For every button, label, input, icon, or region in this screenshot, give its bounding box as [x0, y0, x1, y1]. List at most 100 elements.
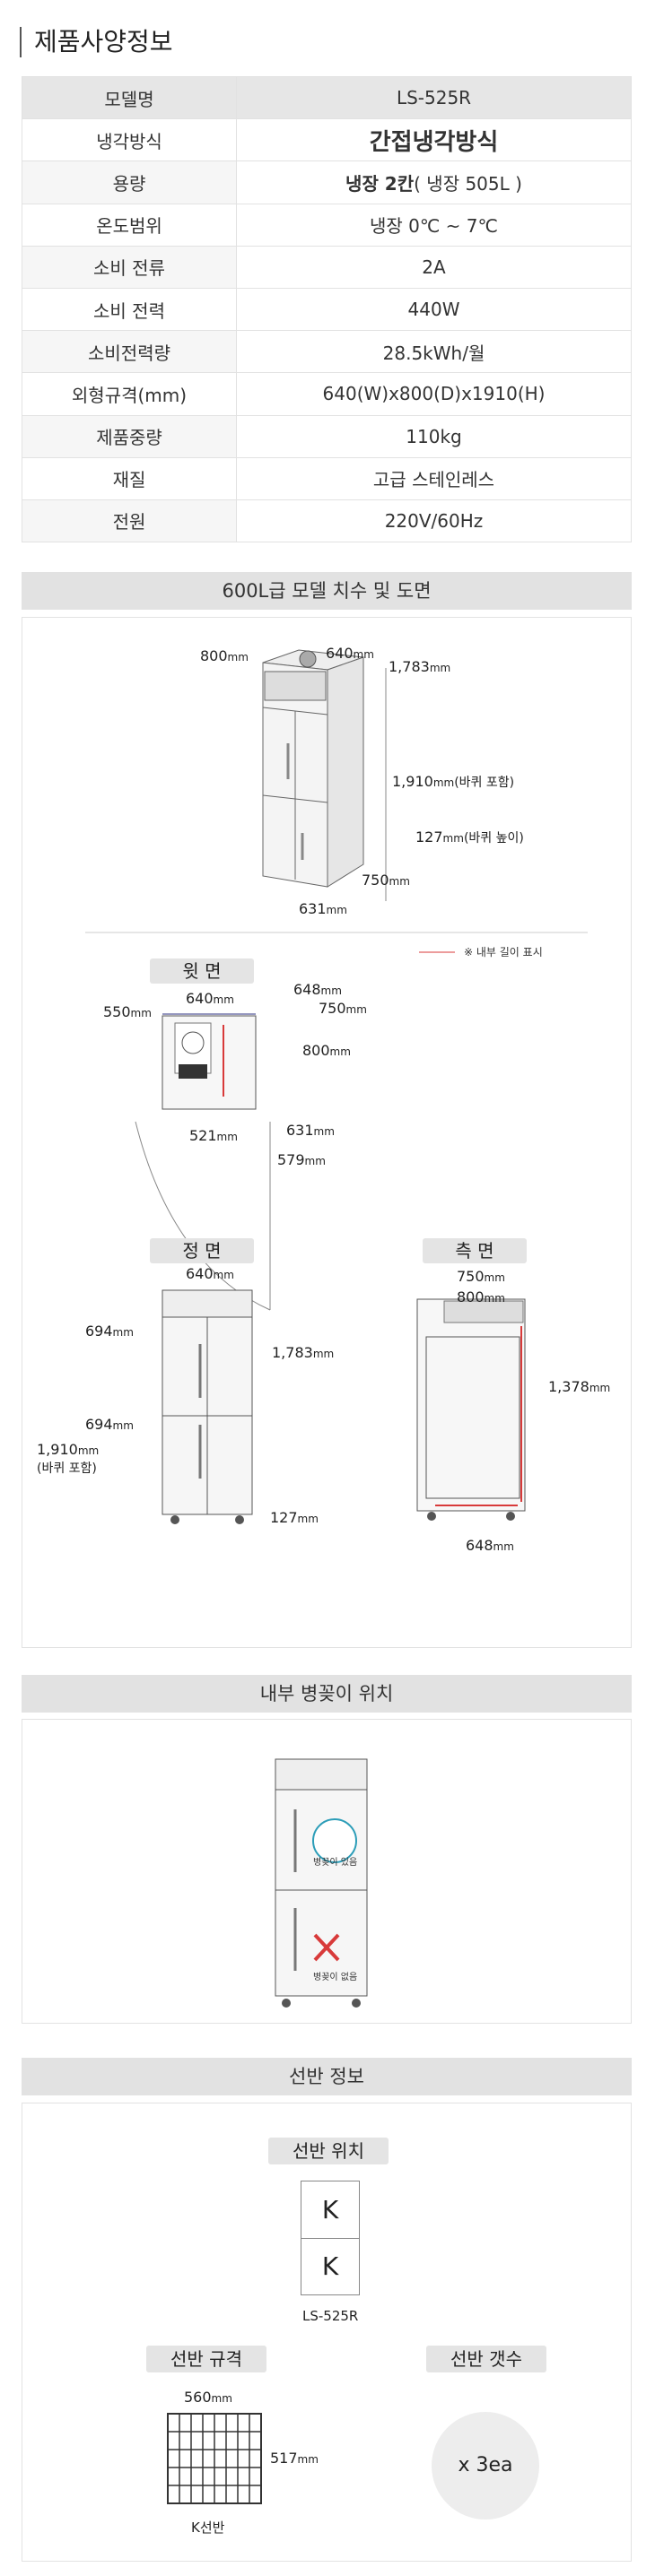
iso-wheel-note: (바퀴 높이) — [463, 831, 524, 846]
shelf-width-value: 560 — [184, 2389, 212, 2406]
iso-depth-label: 640mm — [326, 645, 374, 662]
iso-body-height-value: 1,783 — [389, 658, 430, 675]
iso-wheel-value: 127 — [415, 828, 443, 846]
unit: mm — [216, 1131, 238, 1143]
unit: mm — [297, 1513, 319, 1525]
spec-label: 소비 전력 — [22, 287, 237, 332]
spec-row: 외형규격(mm) 640(W)x800(D)x1910(H) — [22, 372, 632, 416]
shelf-count: x 3ea — [432, 2412, 539, 2520]
legend-text: ※ 내부 길이 표시 — [464, 946, 543, 958]
spec-value: LS-525R — [236, 75, 632, 120]
spec-value: 고급 스테인레스 — [236, 456, 632, 500]
side-w1-label: 750mm — [457, 1268, 505, 1285]
top-left-value: 550 — [103, 1003, 131, 1020]
unit: mm — [493, 1540, 514, 1553]
side-w1-value: 750 — [457, 1268, 485, 1285]
side-inner-d-label: 648mm — [466, 1537, 514, 1554]
shelf-count-title: 선반 갯수 — [426, 2346, 546, 2372]
bottle-no-label: 병꽂이 없음 — [313, 1973, 358, 1982]
shelf-section-title: 선반 정보 — [22, 2058, 632, 2095]
unit: mm — [484, 1271, 505, 1284]
front-total-value: 1,910 — [37, 1441, 78, 1458]
top-631-label: 631mm — [286, 1122, 335, 1139]
spec-value: 냉장 0℃ ~ 7℃ — [236, 203, 632, 247]
spec-value: 440W — [236, 287, 632, 332]
unit: mm — [484, 1292, 505, 1305]
iso-bottom-depth-value: 750 — [362, 872, 389, 889]
front-view-title: 정 면 — [150, 1238, 254, 1263]
top-width-value: 640 — [186, 990, 214, 1007]
side-view-title: 측 면 — [423, 1238, 527, 1263]
iso-total-height-note: (바퀴 포함) — [454, 776, 515, 790]
top-r1-label: 648mm — [293, 981, 342, 998]
unit: mm — [112, 1419, 134, 1432]
front-body-value: 1,783 — [272, 1344, 313, 1361]
bottle-panel: 병꽂이 있음 병꽂이 없음 — [22, 1719, 632, 2024]
spec-row: 소비전력량 28.5kWh/월 — [22, 330, 632, 374]
bottle-ok-label: 병꽂이 있음 — [313, 1858, 358, 1868]
iso-width-value: 800 — [200, 647, 228, 664]
unit: mm — [227, 651, 249, 664]
shelf-grid-drawing — [167, 2413, 262, 2504]
dimensions-section-title: 600L급 모델 치수 및 도면 — [22, 572, 632, 610]
shelf-spec-title: 선반 규격 — [146, 2346, 266, 2372]
top-631-value: 631 — [286, 1122, 314, 1139]
shelf-position-title: 선반 위치 — [268, 2138, 389, 2164]
spec-value: 640(W)x800(D)x1910(H) — [236, 372, 632, 416]
spec-header-row: 모델명 LS-525R — [22, 75, 632, 120]
spec-label: 외형규격(mm) — [22, 372, 237, 416]
shelf-panel: 선반 위치 K K LS-525R 선반 규격 선반 갯수 560mm 517m… — [22, 2103, 632, 2562]
spec-row: 냉각방식 간접냉각방식 — [22, 118, 632, 162]
unit: mm — [304, 1155, 326, 1167]
front-upper-label: 694mm — [85, 1323, 134, 1340]
front-upper-value: 694 — [85, 1323, 113, 1340]
top-door-value: 521 — [189, 1127, 217, 1144]
front-wheel-value: 127 — [270, 1509, 298, 1526]
unit: mm — [130, 1007, 152, 1019]
unit: mm — [112, 1326, 134, 1339]
iso-bottom-width-value: 631 — [299, 900, 327, 917]
spec-label: 소비 전류 — [22, 245, 237, 289]
iso-total-height-label: 1,910mm(바퀴 포함) — [392, 773, 514, 791]
spec-row: 전원 220V/60Hz — [22, 499, 632, 543]
shelf-name: K선반 — [191, 2520, 225, 2536]
shelf-position-box: K K — [301, 2181, 360, 2295]
spec-value: 28.5kWh/월 — [236, 330, 632, 374]
spec-label: 온도범위 — [22, 203, 237, 247]
top-view-title: 윗 면 — [150, 958, 254, 984]
unit: mm — [589, 1382, 611, 1394]
capacity-rest: ( 냉장 505L ) — [414, 172, 522, 195]
unit: mm — [213, 993, 234, 1006]
page-title: 제품사양정보 — [20, 27, 173, 57]
spec-label: 재질 — [22, 456, 237, 500]
unit: mm — [353, 648, 374, 661]
spec-label: 냉각방식 — [22, 118, 237, 162]
shelf-depth-label: 517mm — [270, 2450, 319, 2467]
iso-bottom-width-label: 631mm — [299, 900, 347, 917]
top-view-drawing — [162, 1013, 257, 1110]
spec-row: 소비 전력 440W — [22, 287, 632, 332]
shelf-code: K — [301, 2181, 359, 2239]
capacity-bold: 냉장 2칸 — [345, 172, 415, 195]
top-r2-label: 750mm — [319, 1000, 367, 1017]
spec-label: 모델명 — [22, 75, 237, 120]
shelf-code: K — [321, 2251, 339, 2281]
iso-fridge-drawing — [262, 649, 364, 888]
shelf-width-label: 560mm — [184, 2389, 232, 2406]
top-579-label: 579mm — [277, 1151, 326, 1168]
iso-height-dimension-line — [385, 668, 387, 901]
unit: mm — [389, 875, 410, 888]
unit: mm — [442, 832, 464, 845]
shelf-depth-value: 517 — [270, 2450, 298, 2467]
spec-value: 220V/60Hz — [236, 499, 632, 543]
spec-value: 110kg — [236, 414, 632, 458]
unit: mm — [211, 2392, 232, 2405]
spec-label: 제품중량 — [22, 414, 237, 458]
top-depth-value: 800 — [302, 1042, 330, 1059]
iso-bottom-depth-label: 750mm — [362, 872, 410, 889]
shelf-model: LS-525R — [302, 2308, 359, 2324]
iso-depth-value: 640 — [326, 645, 354, 662]
top-door-label: 521mm — [189, 1127, 238, 1144]
spec-label: 용량 — [22, 160, 237, 204]
unit: mm — [329, 1045, 351, 1058]
